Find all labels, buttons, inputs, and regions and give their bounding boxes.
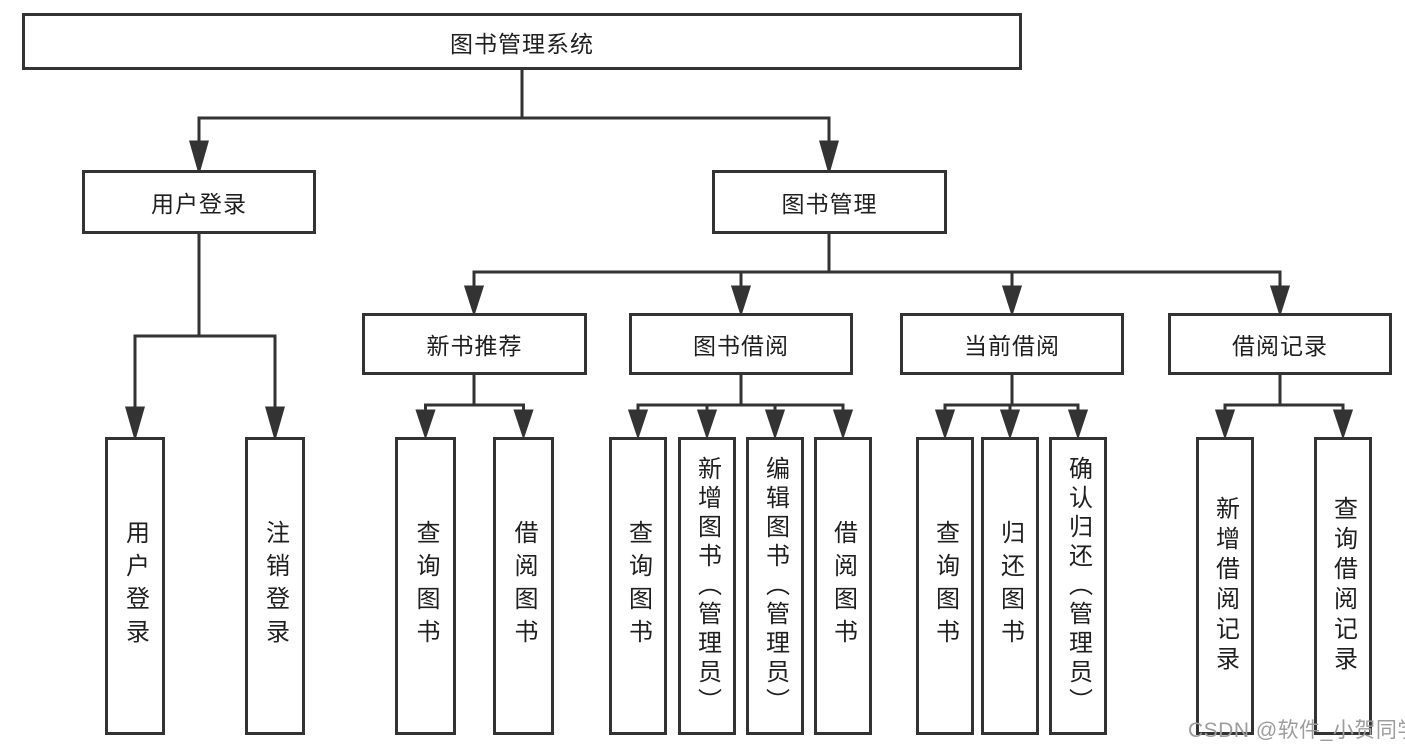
arrow-down-icon [463,285,485,317]
node-label: 注销登录 [261,520,289,652]
connector-book-management-to-level3 [463,234,1291,317]
node-label: 确认归还（管理员） [1064,455,1092,717]
arrow-down-icon [265,406,285,442]
node-label: 编辑图书（管理员） [761,455,789,717]
node-new-book-recommend: 新书推荐 [362,313,587,375]
node-leaf-edit-books-admin: 编辑图书（管理员） [746,437,804,735]
arrow-down-icon [1214,409,1236,440]
node-leaf-add-borrow-record: 新增借阅记录 [1196,437,1254,735]
arrow-down-icon [934,409,956,440]
connector-current-borrowing-to-leaves [934,375,1089,440]
node-leaf-query-books-current: 查询图书 [916,437,974,735]
arrow-down-icon [832,409,854,440]
connector-new-book-recommend-to-leaves [415,375,534,440]
node-label: 当前借阅 [964,333,1060,359]
node-book-management: 图书管理 [712,170,947,234]
arrow-down-icon [819,140,839,176]
node-library-management-system: 图书管理系统 [22,13,1022,70]
arrow-down-icon [999,409,1021,440]
node-label: 查询图书 [624,520,652,652]
node-label: 查询图书 [412,520,439,652]
node-user-login: 用户登录 [82,170,316,234]
node-label: 借阅记录 [1232,333,1328,359]
watermark-text: CSDN @软件_小贺同学 [1188,719,1405,742]
arrow-down-icon [696,409,718,440]
connector-root-to-level2 [189,70,839,176]
node-leaf-borrow-books-recommend: 借阅图书 [493,437,554,735]
node-label: 新增借阅记录 [1211,496,1239,676]
node-leaf-logout: 注销登录 [245,437,305,735]
node-label: 图书借阅 [693,333,789,359]
node-leaf-add-books-admin: 新增图书（管理员） [678,437,736,735]
node-leaf-query-books-recommend: 查询图书 [395,437,456,735]
node-label: 查询图书 [931,520,959,652]
arrow-down-icon [1269,285,1291,317]
node-borrowing-records: 借阅记录 [1168,313,1392,375]
arrow-down-icon [627,409,649,440]
node-label: 借阅图书 [829,520,857,652]
arrow-down-icon [415,409,436,440]
node-leaf-query-borrow-record: 查询借阅记录 [1314,437,1372,735]
connector-borrowing-records-to-leaves [1214,375,1354,440]
arrow-down-icon [764,409,786,440]
node-leaf-confirm-return-admin: 确认归还（管理员） [1049,437,1107,735]
node-label: 图书管理 [781,191,878,217]
node-label: 用户登录 [121,520,149,652]
arrow-down-icon [189,140,209,176]
arrow-down-icon [1067,409,1089,440]
arrow-down-icon [1001,285,1023,317]
node-leaf-query-books-borrowing: 查询图书 [609,437,667,735]
node-label: 查询借阅记录 [1329,496,1357,676]
arrow-down-icon [125,406,145,442]
connector-book-borrowing-to-leaves [627,375,854,440]
node-book-borrowing: 图书借阅 [629,313,853,375]
node-label: 借阅图书 [510,520,537,652]
node-label: 新书推荐 [426,333,523,359]
node-label: 新增图书（管理员） [693,455,721,717]
arrow-down-icon [513,409,534,440]
node-label: 图书管理系统 [450,30,594,57]
node-leaf-user-login: 用户登录 [105,437,165,735]
node-current-borrowing: 当前借阅 [900,313,1124,375]
node-leaf-borrow-books-borrowing: 借阅图书 [814,437,872,735]
node-label: 归还图书 [996,520,1024,652]
arrow-down-icon [730,285,752,317]
node-label: 用户登录 [151,191,247,217]
node-leaf-return-books: 归还图书 [981,437,1039,735]
connector-user-login-to-leaves [125,234,285,442]
arrow-down-icon [1332,409,1354,440]
